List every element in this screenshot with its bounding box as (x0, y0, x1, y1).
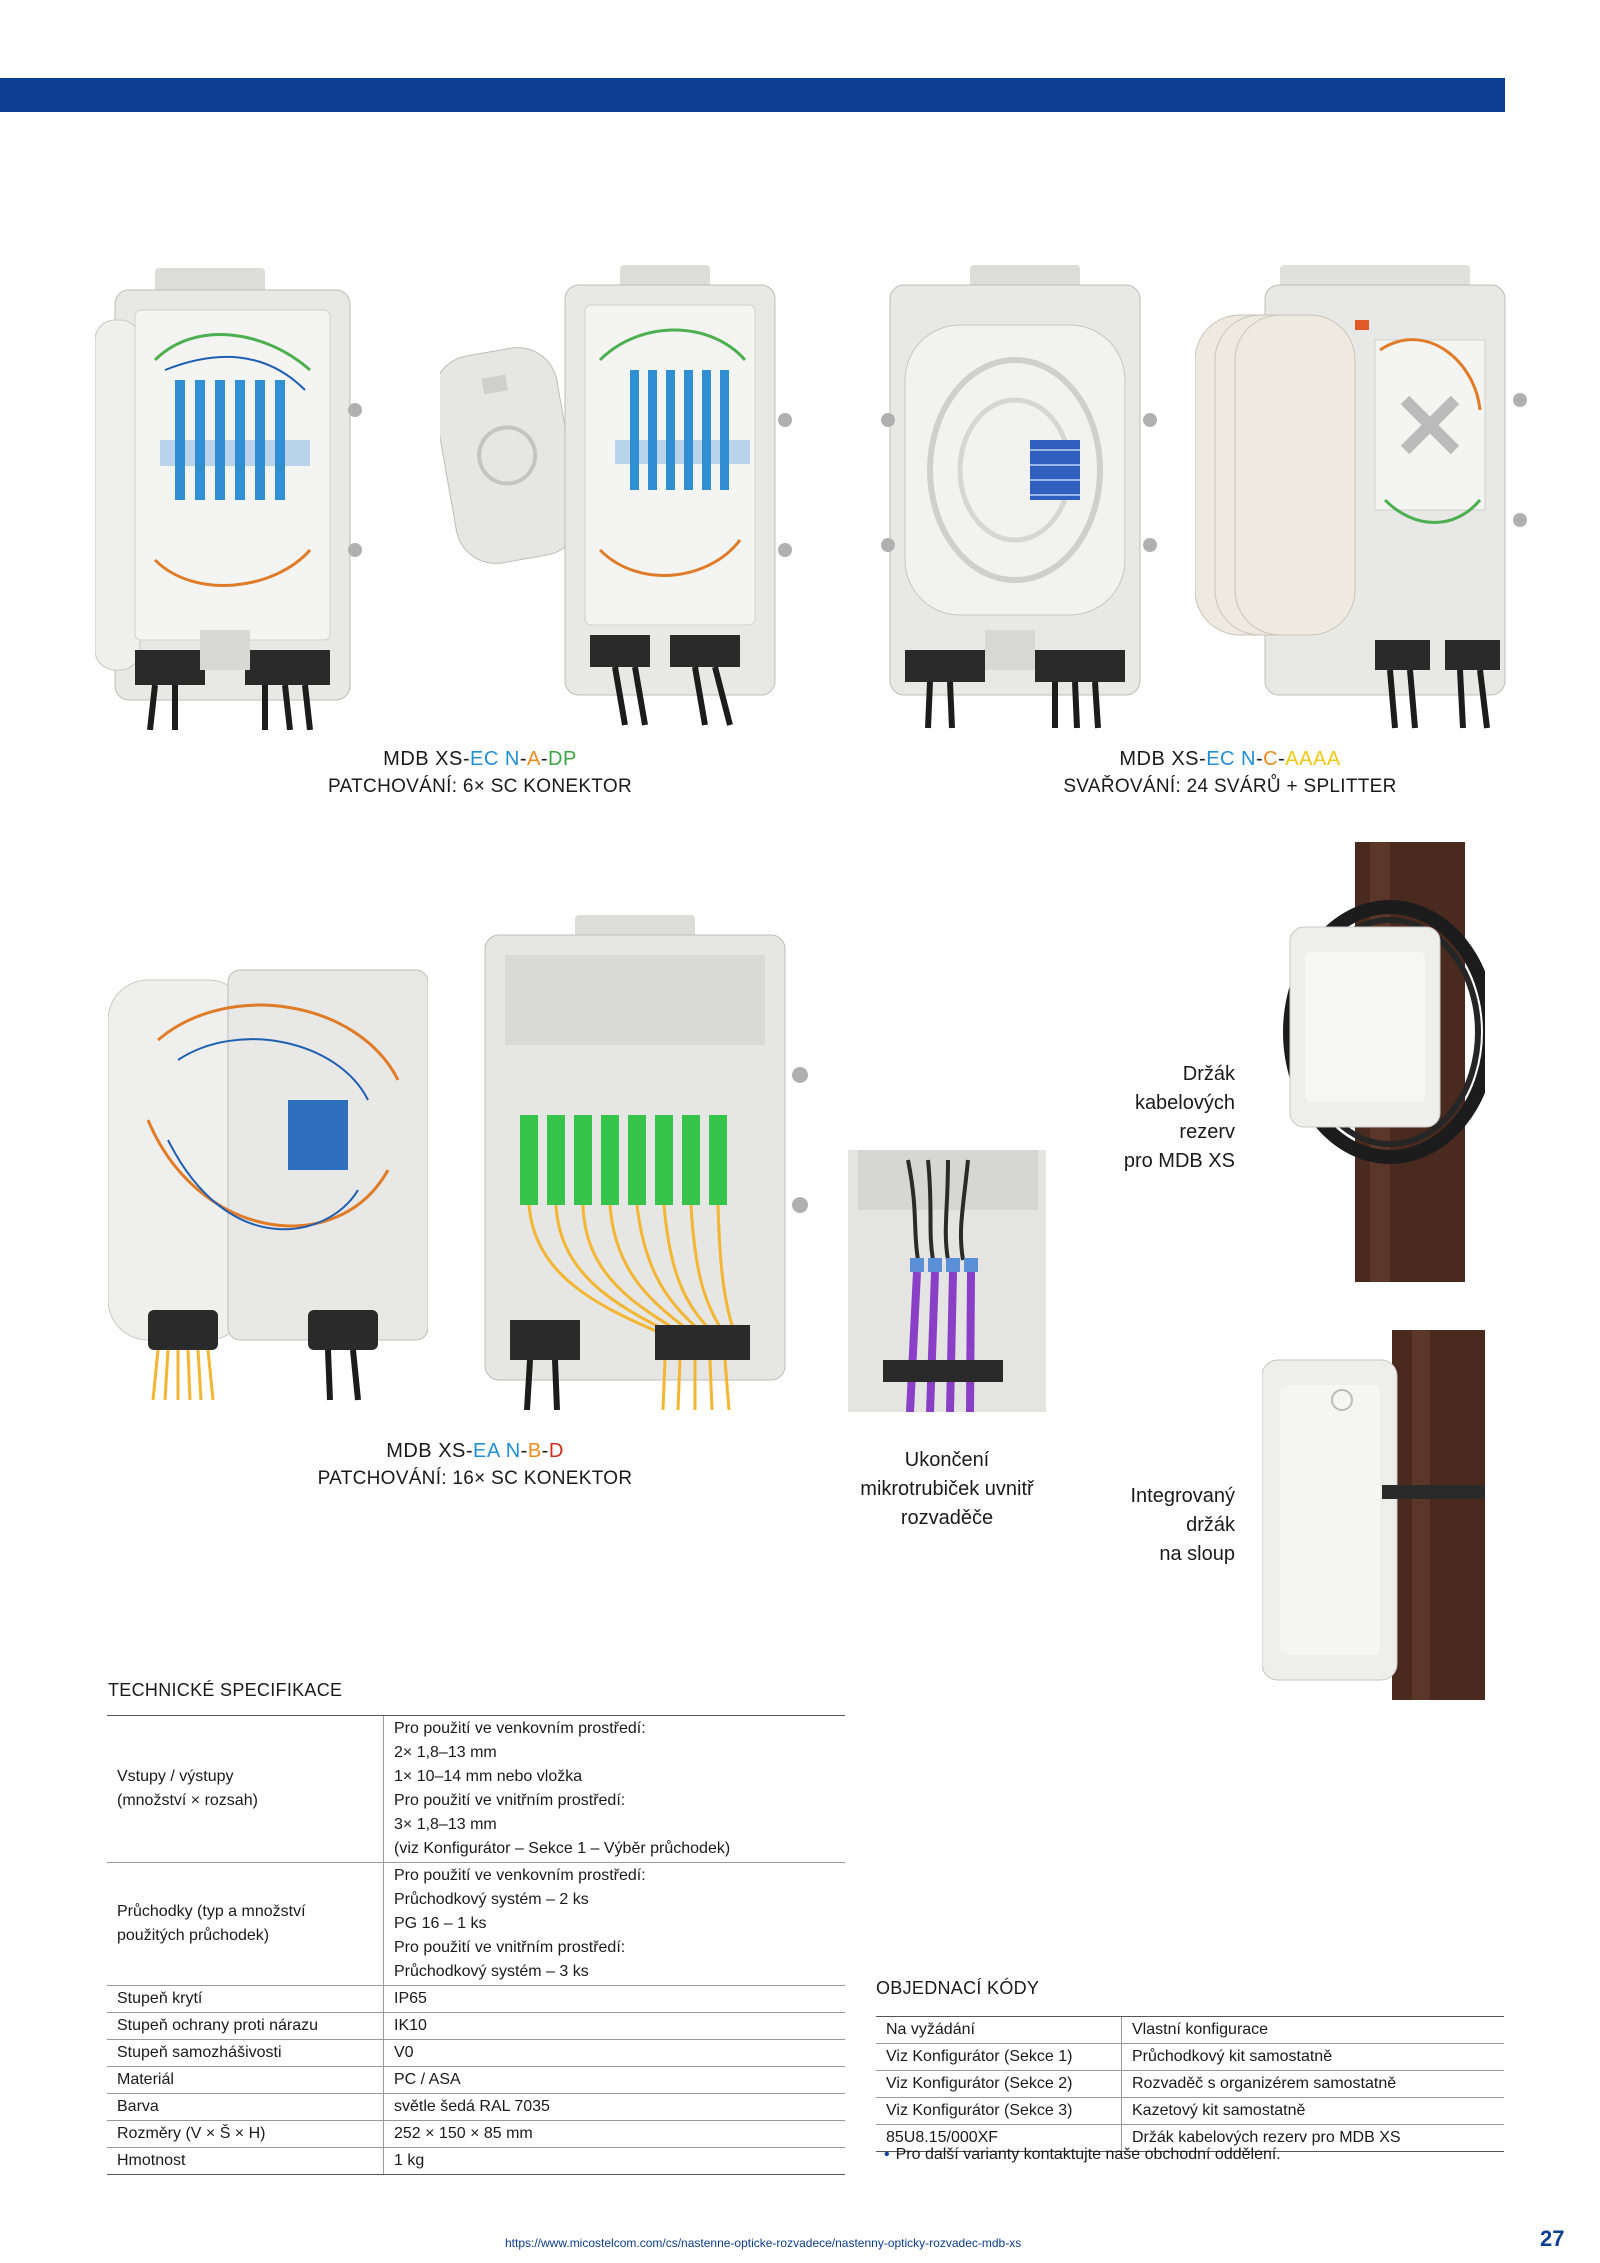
photo-cable-reserve-holder-on-pole (1270, 842, 1485, 1282)
spec-value: V0 (383, 2039, 845, 2067)
caption-mdb-xs-ec-n-c-aaaa: MDB XS-EC N-C-AAAA SVAŘOVÁNÍ: 24 SVÁRŮ +… (1010, 745, 1450, 801)
footer-url[interactable]: https://www.micostelcom.com/cs/nastenne-… (505, 2236, 1022, 2250)
photo-mdb-xs-ec-n-a-dp-open (95, 260, 365, 730)
code-value: Kazetový kit samostatně (1121, 2097, 1504, 2125)
code-key: Viz Konfigurátor (Sekce 1) (876, 2043, 1122, 2071)
spec-value: IP65 (383, 1985, 845, 2013)
photo-microtubes-termination (848, 1150, 1046, 1412)
code-row: Viz Konfigurátor (Sekce 2)Rozvaděč s org… (876, 2070, 1504, 2098)
model-name: MDB XS-EA N-B-D (386, 1440, 564, 1462)
spec-key: Stupeň ochrany proti nárazu (107, 2012, 384, 2040)
code-key: Viz Konfigurátor (Sekce 2) (876, 2070, 1122, 2098)
codes-note: •Pro další varianty kontaktujte naše obc… (884, 2146, 1281, 2163)
codes-title: OBJEDNACÍ KÓDY (876, 1978, 1040, 1998)
label-cable-reserve-holder: Držák kabelových rezerv pro MDB XS (1123, 1063, 1235, 1172)
spec-key: Materiál (107, 2066, 384, 2094)
spec-key: Stupeň krytí (107, 1985, 384, 2013)
model-description: PATCHOVÁNÍ: 16× SC KONEKTOR (317, 1468, 633, 1489)
spec-value: 1 kg (383, 2147, 845, 2175)
photo-pole-mount-holder (1262, 1330, 1485, 1700)
spec-value: Pro použití ve venkovním prostředí:2× 1,… (383, 1715, 845, 1863)
code-value: Vlastní konfigurace (1121, 2016, 1504, 2044)
photo-mdb-xs-ea-n-b-d-adapters (465, 915, 820, 1410)
spec-value: IK10 (383, 2012, 845, 2040)
code-key: Na vyžádání (876, 2016, 1122, 2044)
model-description: SVAŘOVÁNÍ: 24 SVÁRŮ + SPLITTER (1063, 776, 1397, 797)
spec-row: Vstupy / výstupy(množství × rozsah)Pro p… (107, 1715, 845, 1863)
spec-value: PC / ASA (383, 2066, 845, 2094)
spec-key: Barva (107, 2093, 384, 2121)
photo-mdb-xs-ec-n-a-dp-tray (440, 260, 810, 730)
spec-title: TECHNICKÉ SPECIFIKACE (108, 1680, 343, 1700)
model-name: MDB XS-EC N-C-AAAA (1119, 748, 1341, 770)
code-value: Rozvaděč s organizérem samostatně (1121, 2070, 1504, 2098)
code-key: Viz Konfigurátor (Sekce 3) (876, 2097, 1122, 2125)
photo-mdb-xs-ec-n-c-aaaa-closed (880, 260, 1175, 730)
spec-key: Vstupy / výstupy(množství × rozsah) (107, 1715, 384, 1863)
label-microtubes-termination: Ukončení mikrotrubiček uvnitř rozvaděče (860, 1449, 1034, 1529)
label-pole-mount-holder: Integrovaný držák na sloup (1130, 1485, 1235, 1565)
code-row: Viz Konfigurátor (Sekce 3)Kazetový kit s… (876, 2097, 1504, 2125)
spec-value: světle šedá RAL 7035 (383, 2093, 845, 2121)
page-number: 27 (1540, 2226, 1565, 2251)
code-value: Průchodkový kit samostatně (1121, 2043, 1504, 2071)
caption-mdb-xs-ea-n-b-d: MDB XS-EA N-B-D PATCHOVÁNÍ: 16× SC KONEK… (255, 1437, 695, 1493)
code-value: Držák kabelových rezerv pro MDB XS (1121, 2124, 1504, 2152)
photo-mdb-xs-ec-n-c-aaaa-open (1195, 260, 1540, 730)
spec-value: 252 × 150 × 85 mm (383, 2120, 845, 2148)
bullet-icon: • (884, 2146, 890, 2163)
model-name: MDB XS-EC N-A-DP (383, 748, 577, 770)
spec-value: Pro použití ve venkovním prostředí:Průch… (383, 1862, 845, 1986)
photo-mdb-xs-ea-n-b-d-open (108, 960, 428, 1410)
spec-table: Vstupy / výstupy(množství × rozsah)Pro p… (107, 1715, 845, 2175)
spec-key: Rozměry (V × Š × H) (107, 2120, 384, 2148)
spec-row: Rozměry (V × Š × H)252 × 150 × 85 mm (107, 2120, 845, 2148)
code-key: 85U8.15/000XF (876, 2124, 1122, 2152)
model-description: PATCHOVÁNÍ: 6× SC KONEKTOR (328, 776, 632, 797)
top-brand-bar (0, 78, 1505, 112)
code-row: Viz Konfigurátor (Sekce 1)Průchodkový ki… (876, 2043, 1504, 2071)
caption-mdb-xs-ec-n-a-dp: MDB XS-EC N-A-DP PATCHOVÁNÍ: 6× SC KONEK… (260, 745, 700, 801)
spec-key: Hmotnost (107, 2147, 384, 2175)
spec-key: Stupeň samozhášivosti (107, 2039, 384, 2067)
